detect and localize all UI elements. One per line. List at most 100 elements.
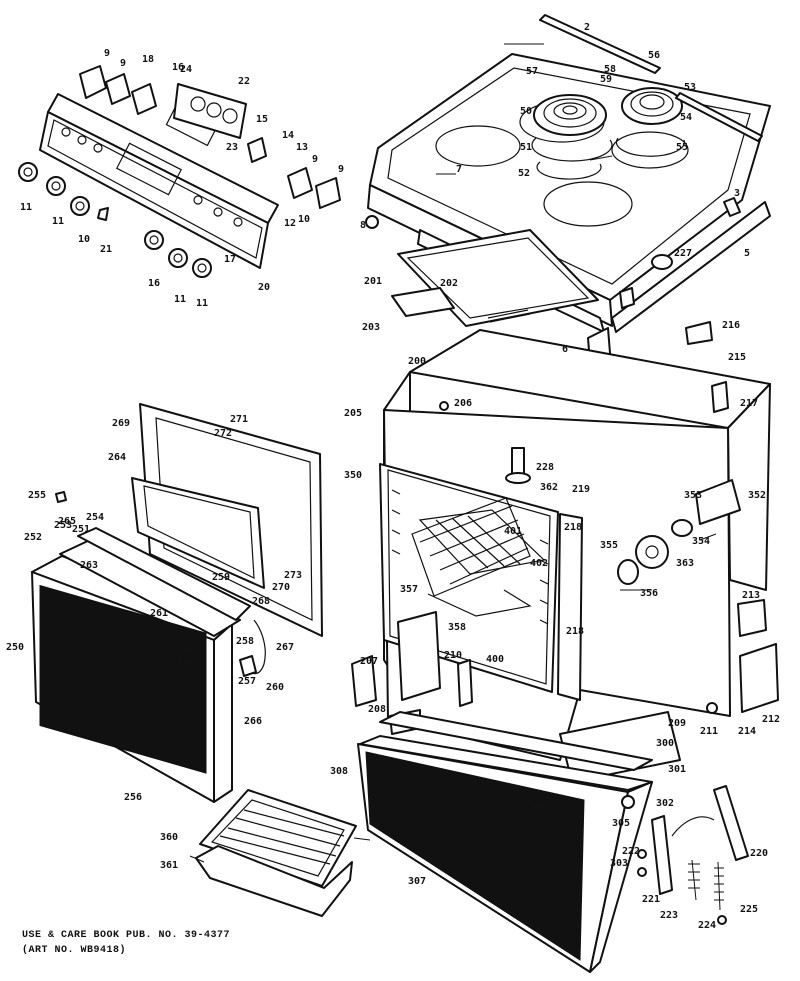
broiler-pan: [195, 789, 357, 917]
callout-210: 210: [444, 650, 462, 661]
callout-227: 227: [674, 248, 692, 259]
callout-267: 267: [276, 642, 294, 653]
callout-3: 3: [734, 188, 740, 199]
bake-element: [427, 589, 532, 617]
callout-214: 214: [738, 726, 756, 737]
callout-258: 258: [236, 636, 254, 647]
callout-307: 307: [408, 876, 426, 887]
callout-53: 53: [684, 82, 696, 93]
callout-402: 402: [530, 558, 548, 569]
callout-212: 212: [762, 714, 780, 725]
callout-250: 250: [6, 642, 24, 653]
callout-300: 300: [656, 738, 674, 749]
callout-302: 302: [656, 798, 674, 809]
oven-cabinet: [379, 329, 771, 761]
door-inner-panels: [77, 403, 323, 637]
callout-2: 2: [584, 22, 590, 33]
callout-56: 56: [648, 50, 660, 61]
callout-55: 55: [676, 142, 688, 153]
callout-205: 205: [344, 408, 362, 419]
callout-352: 352: [748, 490, 766, 501]
callout-273: 273: [284, 570, 302, 581]
callout-18: 18: [142, 54, 154, 65]
callout-15: 15: [256, 114, 268, 125]
callout-200: 200: [408, 356, 426, 367]
bottom-panel: [559, 711, 681, 783]
leader-lines: [189, 43, 717, 863]
callout-58: 58: [604, 64, 616, 75]
callout-216: 216: [722, 320, 740, 331]
callout-221: 221: [642, 894, 660, 905]
callout-5: 5: [744, 248, 750, 259]
callout-10b: 10: [298, 214, 310, 225]
callout-308: 308: [330, 766, 348, 777]
callout-203: 203: [362, 322, 380, 333]
broil-rack: [418, 509, 546, 575]
callout-252: 252: [24, 532, 42, 543]
callout-262: 262: [174, 652, 192, 663]
element-bracket: [737, 599, 767, 637]
callout-225: 225: [740, 904, 758, 915]
callout-269: 269: [112, 418, 130, 429]
callout-351: 351: [528, 798, 546, 809]
callout-11a: 11: [20, 202, 32, 213]
surface-element-large: [533, 94, 607, 136]
callout-222: 222: [622, 846, 640, 857]
use-care-book-note: USE & CARE BOOK PUB. NO. 39-4377: [22, 930, 231, 941]
hardware-screws: [55, 197, 741, 809]
callout-11d: 11: [196, 298, 208, 309]
callout-401: 401: [504, 526, 522, 537]
callout-220: 220: [750, 848, 768, 859]
callout-253: 253: [54, 520, 72, 531]
callout-14: 14: [282, 130, 294, 141]
surface-element-small: [621, 87, 683, 125]
callout-8: 8: [360, 220, 366, 231]
callout-219: 219: [572, 484, 590, 495]
callout-13: 13: [296, 142, 308, 153]
callout-21: 21: [100, 244, 112, 255]
callout-218b: 218: [566, 626, 584, 637]
callout-255: 255: [28, 490, 46, 501]
callout-209: 209: [668, 718, 686, 729]
callout-217: 217: [740, 398, 758, 409]
callout-301: 301: [668, 764, 686, 775]
callout-211: 211: [700, 726, 718, 737]
callout-labels: 2 3 5 6 7 8 9 9 9 9 10 10 11 11 11 11 12…: [6, 22, 780, 931]
callout-213: 213: [742, 590, 760, 601]
callout-24: 24: [180, 64, 192, 75]
door-hinge-parts: [637, 785, 749, 925]
oven-thermostat: [617, 479, 741, 585]
callout-11b: 11: [52, 216, 64, 227]
callout-354: 354: [692, 536, 710, 547]
callout-218a: 218: [564, 522, 582, 533]
callout-51: 51: [520, 142, 532, 153]
callout-400: 400: [486, 654, 504, 665]
callout-16b: 16: [148, 278, 160, 289]
callout-11c: 11: [174, 294, 186, 305]
clock-timer: [173, 83, 247, 139]
callout-6: 6: [562, 344, 568, 355]
callout-265: 265: [58, 516, 76, 527]
callout-201: 201: [364, 276, 382, 287]
callout-223: 223: [660, 910, 678, 921]
callout-22: 22: [238, 76, 250, 87]
callout-228: 228: [536, 462, 554, 473]
callout-52: 52: [518, 168, 530, 179]
control-panel: [39, 93, 279, 269]
callout-270: 270: [272, 582, 290, 593]
callout-260: 260: [266, 682, 284, 693]
callout-57: 57: [526, 66, 538, 77]
callout-361: 361: [160, 860, 178, 871]
callout-9a: 9: [104, 48, 110, 59]
callout-9d: 9: [338, 164, 344, 175]
callout-23: 23: [226, 142, 238, 153]
callout-357: 357: [400, 584, 418, 595]
callout-305: 305: [612, 818, 630, 829]
callout-20: 20: [258, 282, 270, 293]
callout-256: 256: [124, 792, 142, 803]
callout-207: 207: [360, 656, 378, 667]
callout-9c: 9: [312, 154, 318, 165]
callout-7: 7: [456, 164, 462, 175]
callout-10a: 10: [78, 234, 90, 245]
